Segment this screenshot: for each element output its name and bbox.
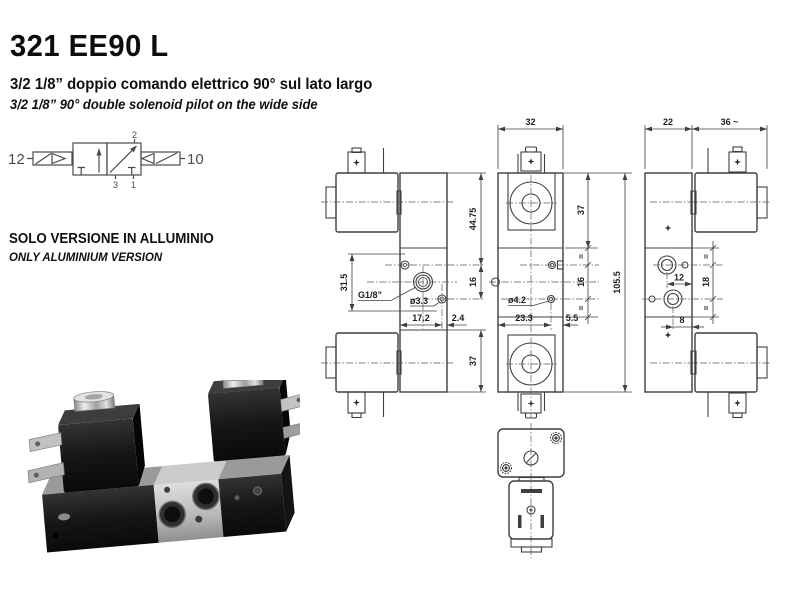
symbol-port-2-label: 2 (132, 130, 137, 140)
symbol-port-3-label: 3 (113, 180, 118, 190)
note-italian: SOLO VERSIONE IN ALLUMINIO (9, 231, 214, 247)
left-solenoid-coil (27, 391, 145, 493)
phillips-screw-icon (528, 507, 534, 513)
knurled-nut (222, 380, 264, 389)
label-hole-3-3: ø3.3 (410, 296, 428, 306)
subtitle-italian: 3/2 1/8” doppio comando elettrico 90° su… (10, 76, 373, 93)
spade-terminal (282, 422, 300, 439)
drawing-side-view-right: 22 36 ~ 12 8 = 18 = (642, 117, 771, 419)
knurled-nut-icon (510, 538, 553, 548)
dim-37-coil: 37 (576, 205, 586, 215)
dim-equal: = (701, 305, 711, 310)
note-english: ONLY ALUMINIUM VERSION (9, 250, 163, 264)
exhaust-t-symbol (128, 166, 136, 175)
drawing-front-view: 32 37 = 16 = 105.5 ø4.2 23.3 5.5 (489, 117, 632, 419)
phillips-screw-icon (553, 435, 559, 441)
right-solenoid-coil (207, 380, 300, 462)
knurled-nut-icon (756, 346, 768, 379)
right-pilot-triangle-icon (140, 152, 155, 165)
phillips-screw-icon (503, 465, 509, 471)
manual-override-screw (523, 450, 539, 466)
symbol-port-10-label: 10 (187, 151, 204, 168)
dim-31-5: 31.5 (339, 274, 349, 292)
phillips-screw-icon (734, 399, 741, 407)
dim-equal: = (576, 305, 586, 310)
dim-37: 37 (468, 356, 478, 366)
dim-36: 36 ~ (721, 117, 739, 127)
dim-22: 22 (663, 117, 673, 127)
phillips-screw-icon (734, 158, 741, 166)
valve-product (27, 380, 300, 553)
top-coil (335, 172, 399, 233)
knurled-nut-icon (756, 186, 768, 219)
page-title: 321 EE90 L (10, 28, 169, 63)
dim-equal: = (576, 254, 586, 259)
phillips-screw-icon (353, 399, 360, 406)
dim-32: 32 (525, 117, 535, 127)
phillips-screw-icon (527, 158, 535, 165)
drawing-bottom-view (497, 423, 565, 558)
spade-terminal (27, 462, 65, 484)
dim-16-front: 16 (576, 277, 586, 287)
label-g18: G1/8” (358, 290, 382, 300)
phillips-screw-icon (664, 331, 672, 339)
top-coil-front (507, 172, 556, 231)
phillips-screw-icon (353, 159, 360, 166)
valve-symbol: 12 10 2 3 1 (8, 130, 204, 190)
product-photo (27, 380, 300, 553)
symbol-port-12-label: 12 (8, 151, 25, 168)
symbol-port-1-label: 1 (131, 180, 136, 190)
dim-equal: = (701, 254, 711, 259)
dim-105-5: 105.5 (612, 271, 622, 294)
dim-23-3: 23.3 (515, 313, 533, 323)
phillips-screw-icon (664, 224, 672, 232)
spade-terminal (28, 432, 63, 452)
knurled-nut-icon (325, 186, 337, 219)
body-right-block (218, 473, 287, 538)
dim-2-4: 2.4 (452, 313, 465, 323)
label-hole-4-2: ø4.2 (508, 295, 526, 305)
bottom-coil-front (507, 334, 556, 393)
dim-18: 18 (701, 277, 711, 287)
dim-5-5: 5.5 (566, 313, 579, 323)
drawing-side-view-left: 31.5 44.75 16 37 17.2 2.4 G1/8” ø3.3 (321, 147, 486, 419)
dim-17-2: 17.2 (412, 313, 430, 323)
valve-symbol-schematic: 12 10 2 3 1 (8, 130, 204, 190)
left-pilot-box (32, 151, 73, 166)
top-coil (694, 172, 758, 233)
left-pilot-triangle-icon (51, 152, 67, 165)
valve-position-left (72, 142, 108, 176)
subtitle-english: 3/2 1/8” 90° double solenoid pilot on th… (10, 97, 318, 112)
bottom-coil (694, 332, 758, 393)
body-left-block (42, 484, 159, 553)
dim-12: 12 (674, 273, 684, 283)
exhaust-t-symbol (77, 166, 85, 175)
dim-8: 8 (679, 315, 684, 325)
dimension-drawings: 31.5 44.75 16 37 17.2 2.4 G1/8” ø3.3 (321, 117, 771, 558)
knurled-nut-icon (325, 346, 337, 379)
dim-16: 16 (468, 277, 478, 287)
bottom-coil (335, 332, 399, 393)
dim-44-75: 44.75 (468, 208, 478, 231)
